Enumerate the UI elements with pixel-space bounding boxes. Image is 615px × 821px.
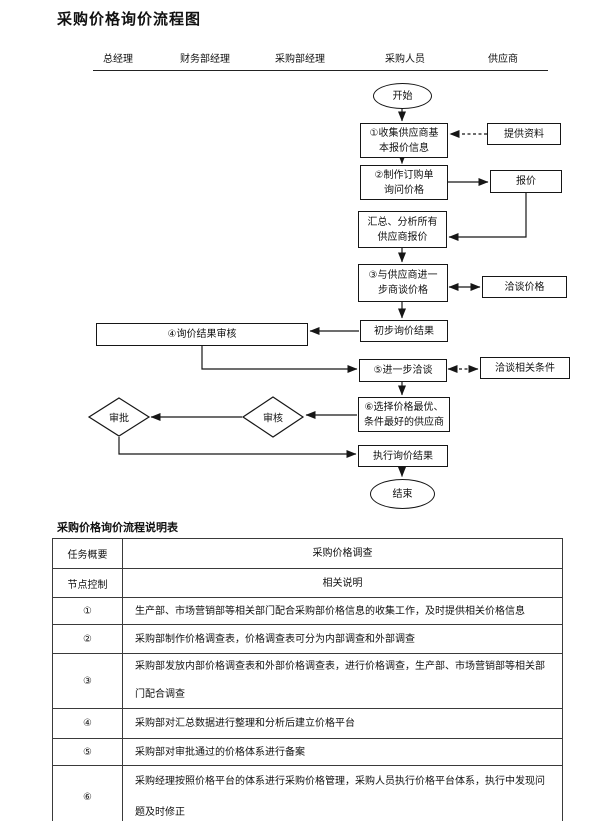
row-content-cell: 采购部制作价格调查表，价格调查表可分为内部调查和外部调查	[135, 633, 415, 645]
table-row: ③ 采购部发放内部价格调查表和外部价格调查表，进行价格调查，生产部、市场营销部等…	[53, 654, 562, 709]
approve-diamond-label: 审批	[109, 413, 129, 425]
table-title: 采购价格询价流程说明表	[57, 522, 178, 534]
flow-node-negotiate-price: ③与供应商进一 步商谈价格	[358, 264, 448, 302]
lane-label-procurement-manager: 采购部经理	[275, 54, 325, 65]
page-title: 采购价格询价流程图	[57, 11, 202, 28]
table-row: ② 采购部制作价格调查表，价格调查表可分为内部调查和外部调查	[53, 625, 562, 654]
table-row: ⑥ 采购经理按照价格平台的体系进行采购价格管理，采购人员执行价格平台体系，执行中…	[53, 766, 562, 821]
table-row: 节点控制 相关说明	[53, 569, 562, 598]
row-content-cell: 采购经理按照价格平台的体系进行采购价格管理，采购人员执行价格平台体系，执行中发现…	[135, 776, 545, 818]
row-content-cell: 生产部、市场营销部等相关部门配合采购部价格信息的收集工作，及时提供相关价格信息	[135, 605, 525, 617]
flow-node-choose-supplier: ⑥选择价格最优、 条件最好的供应商	[358, 397, 450, 432]
flow-node-make-order: ②制作订购单 询问价格	[360, 165, 448, 200]
flow-node-collect-quotes: ①收集供应商基 本报价信息	[360, 123, 448, 158]
flow-node-talk-terms: 洽谈相关条件	[480, 357, 570, 379]
row-label-cell: ②	[53, 625, 123, 653]
row-content-cell: 采购价格调查	[312, 548, 373, 559]
row-label-cell: ③	[53, 654, 123, 708]
table-row: ④ 采购部对汇总数据进行整理和分析后建立价格平台	[53, 709, 562, 739]
row-content-cell: 相关说明	[322, 577, 363, 589]
flow-node-start: 开始	[373, 83, 432, 109]
flow-node-further-talk: ⑤进一步洽谈	[359, 359, 447, 382]
row-content-cell: 采购部发放内部价格调查表和外部价格调查表，进行价格调查，生产部、市场营销部等相关…	[135, 661, 545, 700]
flow-node-summarize-quotes: 汇总、分析所有 供应商报价	[358, 211, 447, 248]
row-content-cell: 采购部对汇总数据进行整理和分析后建立价格平台	[135, 718, 355, 729]
flow-node-result-review: ④询价结果审核	[96, 323, 308, 346]
flow-node-quote: 报价	[490, 170, 562, 193]
table-row: 任务概要 采购价格调查	[53, 539, 562, 569]
swimlane-divider-line	[93, 70, 548, 71]
lane-label-finance-manager: 财务部经理	[180, 54, 230, 65]
lane-label-supplier: 供应商	[488, 54, 518, 65]
flow-node-provide-materials: 提供资料	[487, 123, 561, 145]
row-label-cell: ⑥	[53, 766, 123, 821]
approve-diamond	[87, 397, 151, 437]
row-label-cell: ①	[53, 598, 123, 624]
table-row: ⑤ 采购部对审批通过的价格体系进行备案	[53, 739, 562, 766]
lane-label-general-manager: 总经理	[103, 54, 133, 65]
row-content-cell: 采购部对审批通过的价格体系进行备案	[135, 746, 305, 758]
table-row: ① 生产部、市场营销部等相关部门配合采购部价格信息的收集工作，及时提供相关价格信…	[53, 598, 562, 625]
review-diamond-label: 审核	[263, 413, 283, 425]
review-diamond	[241, 396, 305, 438]
row-label-cell: 节点控制	[53, 569, 123, 597]
flow-node-end: 结束	[370, 479, 435, 509]
row-label-cell: ⑤	[53, 739, 123, 765]
flow-node-execute-result: 执行询价结果	[358, 445, 448, 467]
row-label-cell: ④	[53, 709, 123, 738]
lane-label-procurement-staff: 采购人员	[385, 54, 425, 65]
flow-node-talk-price: 洽谈价格	[482, 276, 567, 298]
row-label-cell: 任务概要	[53, 539, 123, 568]
process-table: 任务概要 采购价格调查 节点控制 相关说明 ① 生产部、市场营销部等相关部门配合…	[52, 538, 563, 821]
flow-node-preliminary-result: 初步询价结果	[360, 320, 448, 342]
